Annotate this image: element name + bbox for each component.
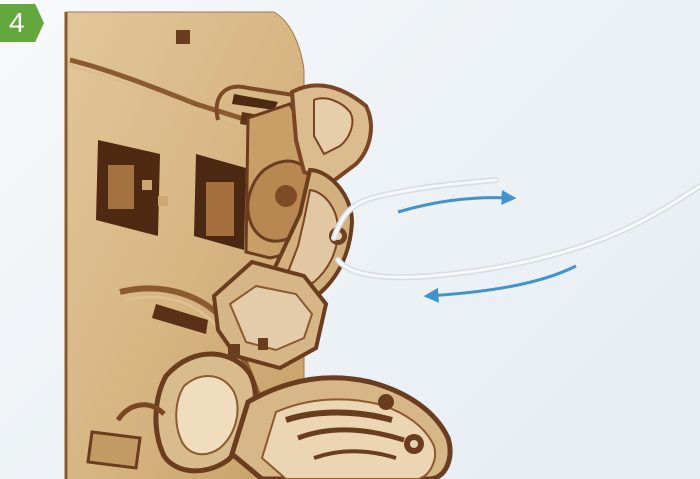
direction-arrows: [398, 198, 576, 296]
string: [334, 180, 700, 277]
step-number: 4: [9, 9, 25, 37]
step-badge: 4: [0, 4, 44, 42]
